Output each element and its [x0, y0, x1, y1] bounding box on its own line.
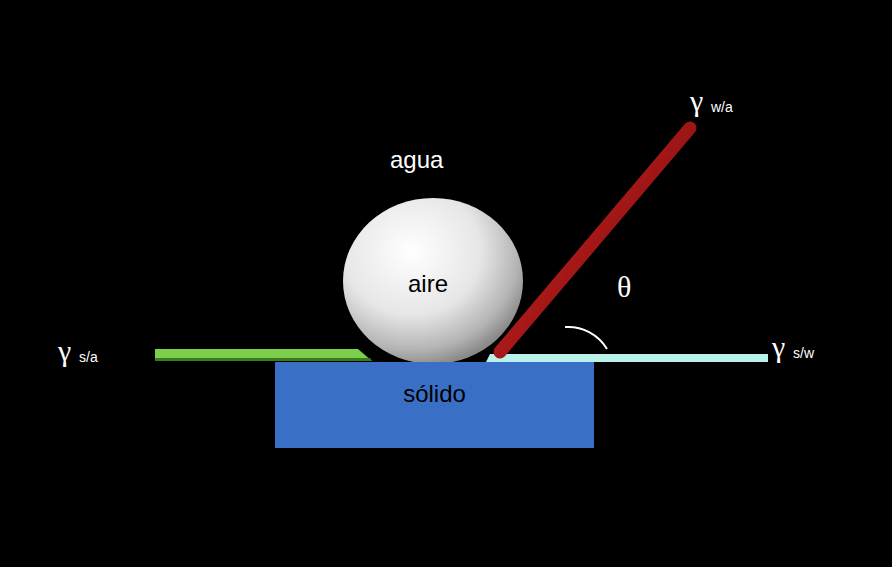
tension-subscript: s/a: [79, 349, 98, 365]
solid-water-interface: [486, 354, 768, 362]
water-air-tension-rod: [500, 128, 690, 352]
solid-air-shadow: [155, 358, 372, 361]
node-label: sólido: [403, 380, 466, 408]
air-bubble: aire: [343, 198, 523, 364]
gamma-symbol: γ: [690, 84, 703, 118]
gamma-symbol: γ: [772, 330, 785, 364]
node-label: aire: [408, 270, 448, 298]
angle-symbol: θ: [617, 270, 631, 304]
solid-air-interface: [155, 349, 372, 361]
gamma-symbol: γ: [58, 334, 71, 368]
medium-label: agua: [390, 146, 443, 174]
solid-block: sólido: [275, 362, 594, 448]
tension-subscript: s/w: [793, 345, 814, 361]
tension-subscript: w/a: [711, 99, 733, 115]
angle-arc: [565, 327, 607, 349]
